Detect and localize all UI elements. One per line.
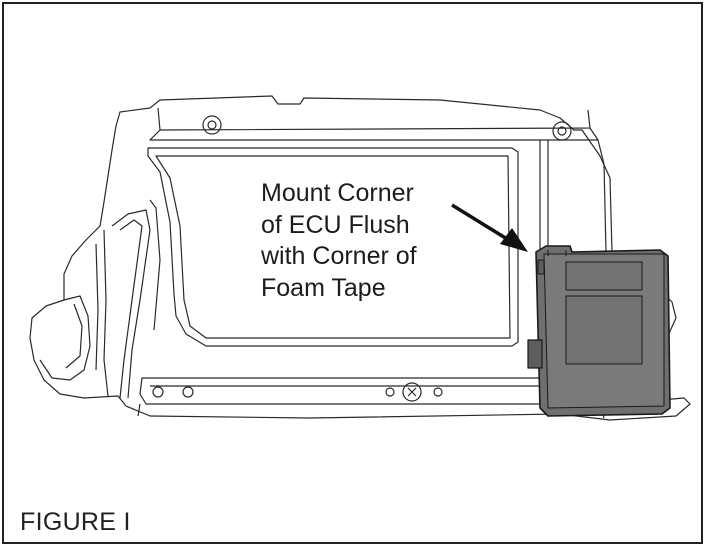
callout-line-1: Mount Corner — [261, 179, 414, 207]
figure-frame: Mount Corner of ECU Flush with Corner of… — [2, 2, 703, 544]
ecu-module — [527, 245, 671, 417]
callout-text: Mount Corner of ECU Flush with Corner of… — [261, 178, 461, 304]
callout-line-3: with Corner of — [261, 242, 417, 270]
figure-label: FIGURE I — [20, 508, 131, 536]
housing-outline — [29, 95, 691, 421]
callout-line-2: of ECU Flush — [261, 210, 410, 239]
callout-line-4: Foam Tape — [261, 273, 386, 302]
callout-arrow — [451, 203, 528, 252]
window-opening — [147, 147, 519, 347]
